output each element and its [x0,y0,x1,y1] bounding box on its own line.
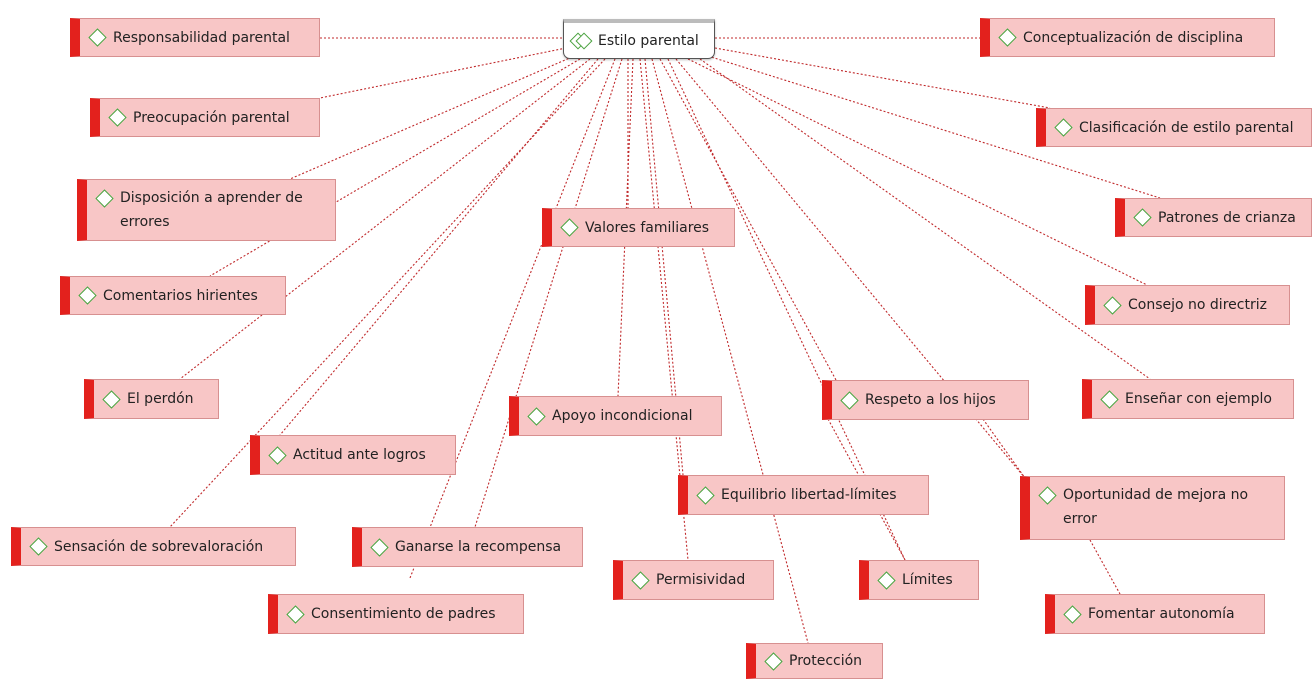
diamond-icon [696,485,715,505]
node-label: Protección [789,653,863,669]
edge-to-el-perdon [179,58,591,380]
node-ganarse-recompensa[interactable]: Ganarse la recompensa [352,527,583,567]
node-preocupacion-parental[interactable]: Preocupación parental [90,98,320,137]
node-responsabilidad-parental[interactable]: Responsabilidad parental [70,18,320,57]
diamond-icon [1133,208,1152,227]
edge-to-actitud-ante-logros [279,58,599,436]
diamond-icon [102,389,121,409]
edge-to-sensacion-sobrevaloracion [169,58,606,528]
edge-to-fomentar-autonomia [1089,539,1121,595]
node-label: Fomentar autonomía [1088,606,1235,622]
node-conceptualizacion-disciplina[interactable]: Conceptualización de disciplina [980,18,1275,57]
diamond-icon [527,406,546,426]
node-apoyo-incondicional[interactable]: Apoyo incondicional [509,396,722,436]
edge-to-disposicion-aprender [289,56,573,180]
node-label: Responsabilidad parental [113,29,290,46]
diamond-icon [1054,118,1073,137]
edge-to-consentimiento-padres [409,58,616,579]
edge-to-respeto-hijos [659,58,837,381]
node-label: Actitud ante logros [293,447,426,463]
diamond-icon [108,108,127,127]
node-label: Apoyo incondicional [552,408,693,424]
diamond-icon [631,570,650,590]
node-label: Consejo no directriz [1128,297,1267,313]
node-proteccion[interactable]: Protección [746,643,883,679]
node-label: Equilibrio libertad-límites [721,487,897,503]
edge-to-ganarse-recompensa [474,58,623,528]
node-label: Permisividad [656,572,746,588]
node-label: Sensación de sobrevaloración [54,538,264,555]
diamond-icon [1103,295,1122,315]
node-label: Estilo parental [598,32,699,49]
diamond-icon [560,218,579,237]
diamond-icon [95,189,114,208]
edge-to-ensenar-ejemplo [699,58,1151,380]
node-fomentar-autonomia[interactable]: Fomentar autonomía [1045,594,1265,634]
edge-to-preocupacion-parental [319,47,567,99]
edge-to-patrones-crianza [707,55,1161,199]
node-clasificacion-estilo[interactable]: Clasificación de estilo parental [1036,108,1312,147]
node-label: Respeto a los hijos [865,392,996,408]
diamond-icon [29,537,48,556]
node-respeto-hijos[interactable]: Respeto a los hijos [822,380,1029,420]
node-limites[interactable]: Límites [859,560,979,600]
node-el-perdon[interactable]: El perdón [84,379,219,419]
edge-to-comentarios-hirientes [209,58,581,277]
diamond-icon [370,537,389,557]
diamond-icon [286,604,305,624]
edge-to-proteccion [651,58,809,644]
node-estilo-parental[interactable]: Estilo parental [563,19,715,59]
node-label: Disposición a aprender de errores [120,190,303,230]
node-sensacion-sobrevaloracion[interactable]: Sensación de sobrevaloración [11,527,296,566]
node-consentimiento-padres[interactable]: Consentimiento de padres [268,594,524,634]
diamond-icon [877,570,896,590]
node-oportunidad-mejora[interactable]: Oportunidad de mejora no error [1020,476,1285,540]
edge-to-oportunidad-mejora [982,418,1026,479]
edge-to-clasificacion-estilo [714,47,1051,109]
diamond-icon [1038,486,1057,505]
node-permisividad[interactable]: Permisividad [613,560,774,600]
node-label: Ganarse la recompensa [395,539,562,555]
node-label: El perdón [127,391,194,407]
diamond-icon [1100,389,1119,409]
diamond-icon [78,286,97,305]
node-consejo-no-directriz[interactable]: Consejo no directriz [1085,285,1290,325]
diamond-icon [998,28,1017,47]
node-ensenar-ejemplo[interactable]: Enseñar con ejemplo [1082,379,1294,419]
node-label: Consentimiento de padres [311,606,496,622]
diamond-icon [840,390,859,410]
double-diamond-icon [569,32,593,49]
node-label: Preocupación parental [133,109,290,126]
node-label: Oportunidad de mejora no error [1063,487,1249,527]
node-valores-familiares[interactable]: Valores familiares [542,208,735,247]
diamond-icon [1063,604,1082,624]
node-actitud-ante-logros[interactable]: Actitud ante logros [250,435,456,475]
node-disposicion-aprender[interactable]: Disposición a aprender de errores [77,179,336,241]
diamond-icon [88,28,107,47]
node-label: Conceptualización de disciplina [1023,29,1244,46]
node-comentarios-hirientes[interactable]: Comentarios hirientes [60,276,286,315]
node-label: Valores familiares [585,219,710,236]
node-label: Clasificación de estilo parental [1079,119,1294,136]
node-label: Comentarios hirientes [103,287,258,304]
diamond-icon [268,445,287,465]
node-label: Límites [902,572,953,588]
diamond-icon [764,651,783,671]
node-patrones-crianza[interactable]: Patrones de crianza [1115,198,1312,237]
node-label: Enseñar con ejemplo [1125,391,1272,407]
edge-to-consejo-no-directriz [687,58,1148,286]
node-label: Patrones de crianza [1158,209,1296,226]
node-equilibrio-libertad-limites[interactable]: Equilibrio libertad-límites [678,475,929,515]
edge-to-oportunidad-mejora [675,58,1026,479]
